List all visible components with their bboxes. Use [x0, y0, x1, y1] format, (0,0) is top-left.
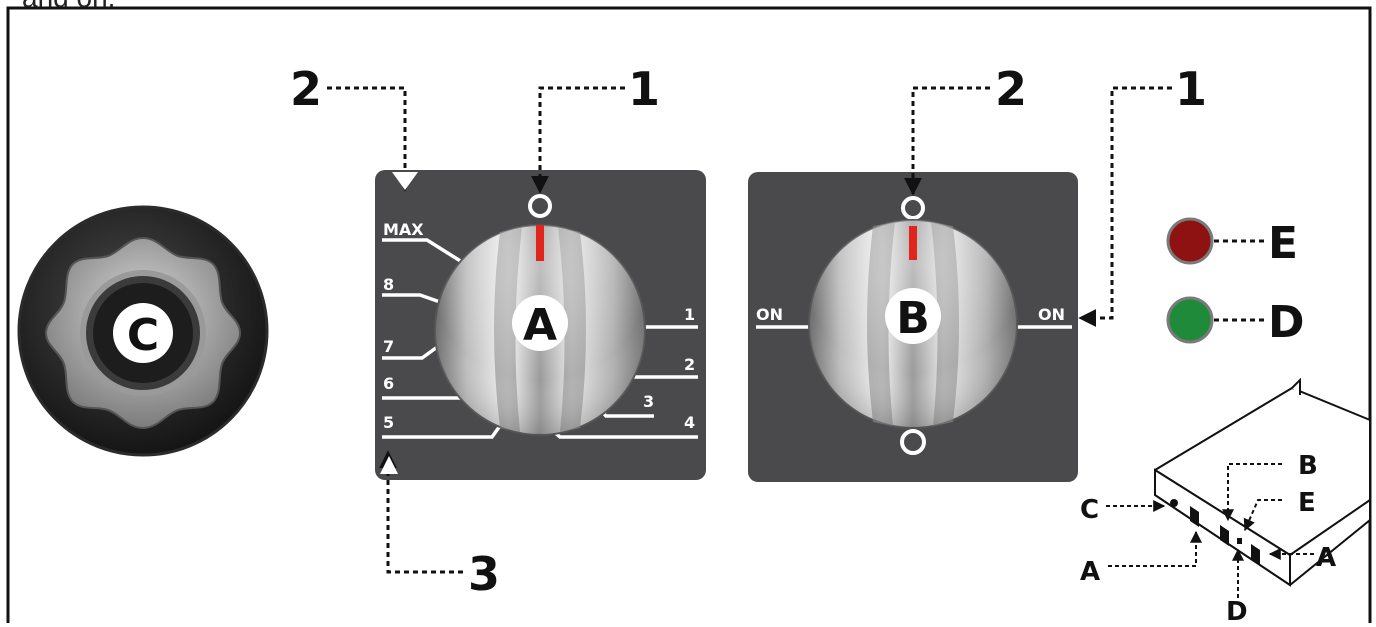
light-d-label: D: [1268, 297, 1305, 348]
appliance-label-b: B: [1298, 451, 1318, 481]
knob-b-indicator: [909, 226, 917, 260]
b-on-left-label: ON: [756, 305, 783, 324]
scale-label-7: 7: [383, 337, 394, 356]
callout-lines: [327, 86, 1172, 574]
knob-c-badge: [113, 303, 173, 363]
light-d: D: [1166, 296, 1305, 348]
appliance-label-d: D: [1226, 597, 1248, 623]
knob-a-badge: [512, 295, 568, 351]
panel-a-reference-ring: [528, 194, 552, 218]
appliance-label-a-left: A: [1080, 557, 1100, 587]
max-marker: [392, 172, 418, 190]
appliance-label-a-right: A: [1316, 543, 1336, 573]
knob-c: C: [17, 205, 269, 457]
light-e: E: [1166, 217, 1298, 269]
scale-label-5: 5: [383, 413, 394, 432]
knob-c-letter: C: [127, 310, 159, 361]
callout-b-pointer: 2: [995, 62, 1027, 116]
scale-label-6: 6: [383, 374, 394, 393]
panel-a: MAX 8 7 6 5 1 2 3 4 A: [375, 170, 706, 480]
diagram-frame: [6, 6, 1372, 627]
scale-label-3: 3: [643, 392, 654, 411]
knob-a[interactable]: A: [434, 224, 646, 436]
appliance-label-c: C: [1080, 495, 1099, 525]
callout-a-pointer: 1: [628, 62, 660, 116]
panel-b: ON ON B: [748, 172, 1078, 482]
panel-b-bottom-ring: [900, 429, 926, 455]
scale-label-4: 4: [684, 413, 695, 432]
knob-b-badge: [885, 288, 941, 344]
appliance-label-e: E: [1298, 488, 1316, 518]
scale-label-8: 8: [383, 275, 394, 294]
knob-a-indicator: [536, 225, 544, 261]
scale-label-max: MAX: [383, 220, 424, 239]
scale-label-1: 1: [684, 305, 695, 324]
min-marker: [380, 456, 398, 474]
b-on-right-label: ON: [1038, 305, 1065, 324]
appliance-sketch: C B E A A D: [1080, 377, 1371, 627]
knob-a-letter: A: [523, 300, 557, 351]
scale-label-2: 2: [684, 355, 695, 374]
light-e-label: E: [1268, 218, 1298, 269]
callout-b-on: 1: [1175, 62, 1207, 116]
knob-b-letter: B: [896, 293, 930, 344]
callout-numbers: 2 1 3 2 1: [290, 62, 1207, 601]
knob-b[interactable]: B: [808, 219, 1018, 429]
callout-a-max: 2: [290, 62, 322, 116]
panel-a-scale-labels: MAX 8 7 6 5 1 2 3 4: [383, 220, 695, 432]
cropped-header-text: and on.: [22, 0, 115, 14]
callout-a-min: 3: [468, 547, 500, 601]
panel-b-top-ring: [901, 196, 925, 220]
